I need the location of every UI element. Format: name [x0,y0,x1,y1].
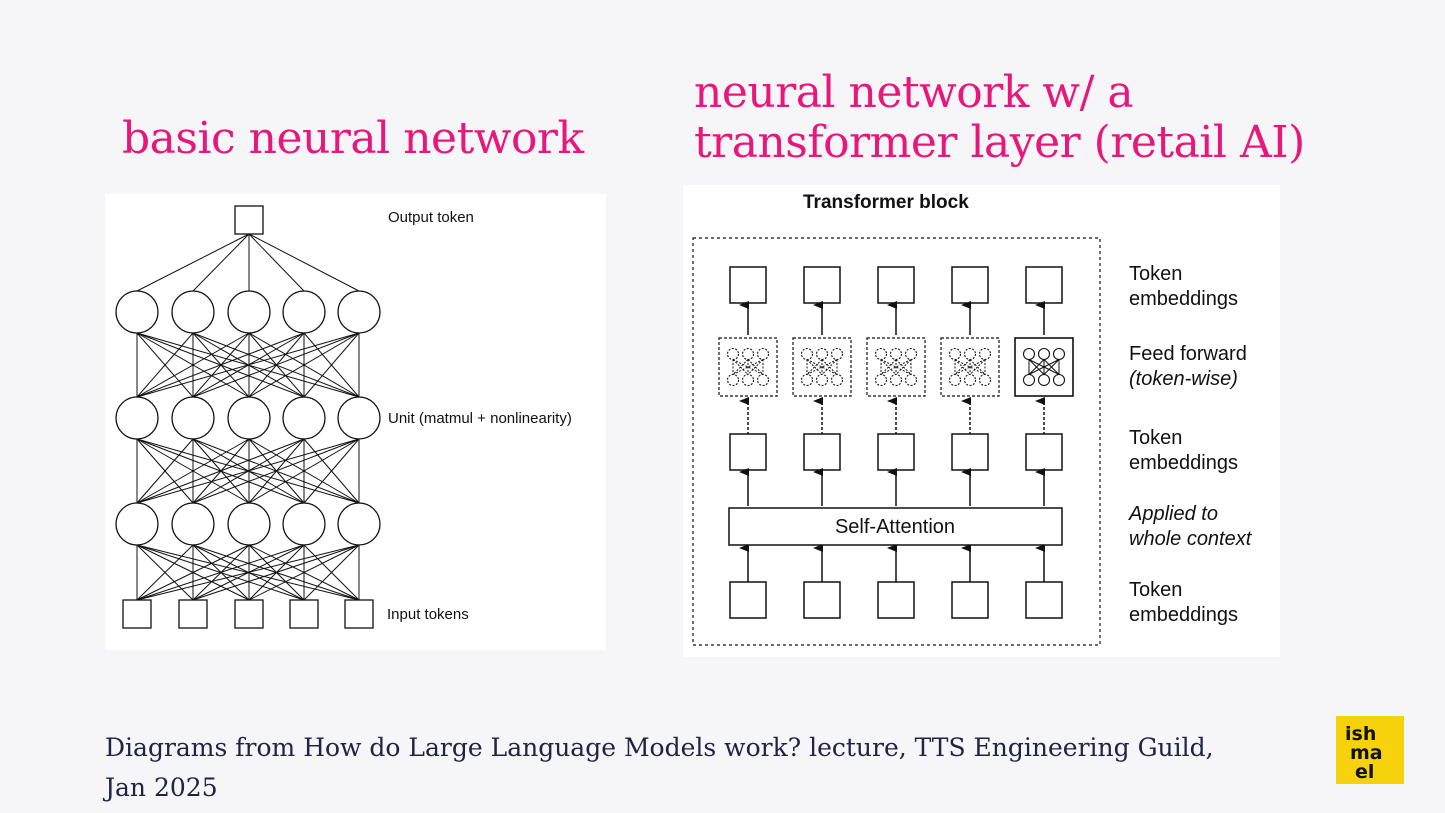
feed-forward-box [1014,337,1074,397]
transformer-diagram: Transformer block Self-Attention Token e… [683,185,1280,657]
basic-nn-diagram: Output token Unit (matmul + nonlinearity… [105,194,606,650]
svg-text:ish: ish [1345,723,1376,745]
caption-line2: Jan 2025 [105,773,218,802]
nn-nodes [115,205,381,629]
unit-node [171,290,215,334]
label-applied-2: whole context [1129,528,1253,550]
nn-connections [136,233,360,601]
self-attention-label: Self-Attention [835,516,955,538]
label-token-embeddings-bottom-1: Token [1129,579,1182,601]
label-feed-forward-2: (token-wise) [1129,368,1238,390]
token-embedding-box [877,266,915,304]
output-token-node [234,205,264,235]
title-transformer-line2: transformer layer (retail AI) [694,117,1305,168]
label-token-embeddings-top-2: embeddings [1129,288,1238,310]
slide-caption: Diagrams from How do Large Language Mode… [105,728,1305,808]
unit-node [337,502,381,546]
token-embedding-box [803,266,841,304]
unit-node [115,396,159,440]
transformer-columns [718,266,1074,619]
title-transformer-line1: neural network w/ a [694,67,1134,118]
title-basic-neural-network: basic neural network [122,113,584,164]
feed-forward-box [718,337,778,397]
input-token-node [234,599,264,629]
unit-node [227,502,271,546]
feed-forward-box [792,337,852,397]
token-embedding-box [803,581,841,619]
transformer-block-boundary [692,237,1101,646]
caption-line1: Diagrams from How do Large Language Mode… [105,733,1214,762]
feed-forward-box [940,337,1000,397]
label-token-embeddings-bottom-2: embeddings [1129,604,1238,626]
transformer-block-title: Transformer block [803,192,969,213]
unit-node [227,396,271,440]
unit-node [337,396,381,440]
label-feed-forward-1: Feed forward [1129,343,1247,365]
unit-node [282,502,326,546]
token-embedding-box [877,433,915,471]
token-embedding-box [729,266,767,304]
unit-node [282,290,326,334]
svg-text:ma: ma [1350,742,1383,764]
unit-node [282,396,326,440]
input-token-node [344,599,374,629]
title-transformer-network: neural network w/ a transformer layer (r… [694,68,1305,168]
input-token-node [178,599,208,629]
token-embedding-box [877,581,915,619]
input-token-node [289,599,319,629]
token-embedding-box [951,433,989,471]
ishmael-logo-mark: ish ma el [1345,723,1383,783]
basic-nn-svg: Output token Unit (matmul + nonlinearity… [115,205,572,629]
input-token-node [122,599,152,629]
label-token-embeddings-top-1: Token [1129,263,1182,285]
output-token-label: Output token [388,209,474,226]
token-embedding-box [729,581,767,619]
unit-label: Unit (matmul + nonlinearity) [388,410,572,427]
token-embedding-box [1025,433,1063,471]
svg-text:el: el [1355,761,1374,783]
label-applied-1: Applied to [1128,503,1218,525]
token-embedding-box [803,433,841,471]
unit-node [227,290,271,334]
label-token-embeddings-mid-1: Token [1129,427,1182,449]
unit-node [171,502,215,546]
token-embedding-box [951,266,989,304]
self-attention-box [728,507,1063,546]
feed-forward-box [866,337,926,397]
token-embedding-box [729,433,767,471]
unit-node [171,396,215,440]
token-embedding-box [1025,266,1063,304]
ishmael-logo: ish ma el [1336,716,1404,784]
input-tokens-label: Input tokens [387,606,469,623]
unit-node [337,290,381,334]
unit-node [115,290,159,334]
transformer-svg: Transformer block Self-Attention Token e… [692,192,1253,646]
unit-node [115,502,159,546]
label-token-embeddings-mid-2: embeddings [1129,452,1238,474]
token-embedding-box [951,581,989,619]
token-embedding-box [1025,581,1063,619]
